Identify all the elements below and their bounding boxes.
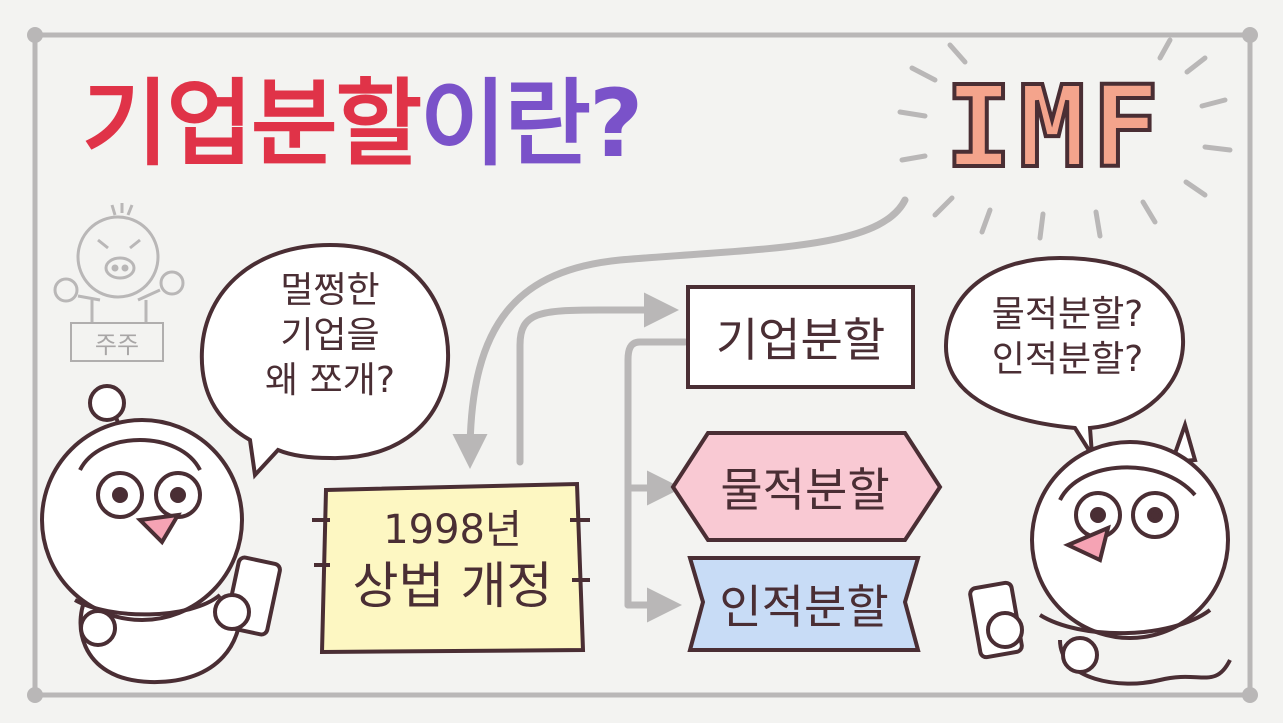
left-bubble-text: 멀쩡한 기업을 왜 쪼개? <box>220 268 440 403</box>
corporate-split-label: 기업분할 <box>715 313 886 367</box>
left-bubble-line-2: 기업을 <box>280 315 380 356</box>
right-character <box>968 418 1232 686</box>
year-box-line-1: 1998년 <box>383 507 522 553</box>
right-bubble-text: 물적분할? 인적분할? <box>955 292 1180 382</box>
right-bubble-line-2: 인적분할? <box>991 339 1144 380</box>
title-part-1: 기업분할 <box>82 70 422 179</box>
arrow-year-to-split <box>516 292 679 466</box>
personal-split-box <box>687 556 921 652</box>
arrow-imf-to-year <box>452 196 909 469</box>
left-bubble-line-1: 멀쩡한 <box>280 270 380 311</box>
personal-split-label: 인적분할 <box>719 580 889 634</box>
shareholder-label: 주주 <box>70 322 164 362</box>
physical-split-label: 물적분할 <box>720 462 890 517</box>
imf-rays <box>897 37 1233 241</box>
corporate-split-box <box>686 285 915 389</box>
year-box <box>312 481 590 655</box>
left-character <box>40 384 282 685</box>
page-title: 기업분할이란? <box>82 78 643 172</box>
flow-arrows <box>452 196 909 623</box>
title-part-2: 이란? <box>419 70 643 179</box>
shareholder-doodle <box>53 203 185 322</box>
year-box-line-2: 상법 개정 <box>352 557 553 615</box>
imf-label: IMF <box>943 63 1166 193</box>
physical-split-box <box>670 431 943 542</box>
left-speech-bubble <box>199 242 451 480</box>
right-bubble-line-1: 물적분할? <box>991 294 1144 335</box>
year-box-text: 1998년 상법 개정 <box>330 505 575 618</box>
frame <box>27 27 1258 703</box>
left-bubble-line-3: 왜 쪼개? <box>265 360 395 401</box>
right-speech-bubble <box>943 255 1186 457</box>
arrow-split-to-branches <box>624 338 689 609</box>
